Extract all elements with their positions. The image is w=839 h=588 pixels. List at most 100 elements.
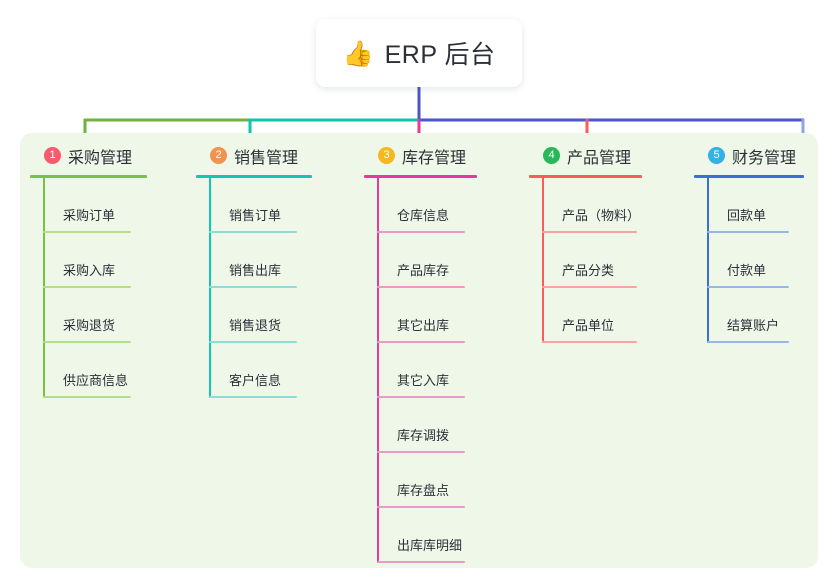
leaf-item-rule	[377, 451, 465, 453]
leaf-item-label: 供应商信息	[63, 373, 129, 388]
leaf-item-label: 结算账户	[727, 318, 780, 333]
thumbs-up-icon: 👍	[342, 39, 374, 68]
leaf-item-rule	[209, 396, 297, 398]
leaf-item-label: 采购订单	[63, 208, 116, 223]
branch-title-1: 采购管理	[68, 149, 133, 167]
leaf-item-label: 客户信息	[229, 373, 282, 388]
leaf-item[interactable]: 客户信息	[196, 343, 312, 398]
leaf-item[interactable]: 库存调拨	[364, 398, 477, 453]
branch-items-2: 销售订单销售出库销售退货客户信息	[196, 178, 312, 398]
branch-stem-3	[377, 178, 379, 563]
branch-items-3: 仓库信息产品库存其它出库其它入库库存调拨库存盘点出库库明细	[364, 178, 477, 563]
leaf-item-label: 其它入库	[397, 373, 450, 388]
leaf-item[interactable]: 产品库存	[364, 233, 477, 288]
leaf-item-label: 采购入库	[63, 263, 116, 278]
branch-rule-5	[694, 175, 804, 178]
leaf-item-rule	[542, 231, 637, 233]
leaf-item-rule	[707, 231, 789, 233]
leaf-item-rule	[707, 341, 789, 343]
leaf-item[interactable]: 销售订单	[196, 178, 312, 233]
branches-panel	[20, 133, 818, 568]
leaf-item-label: 库存盘点	[397, 483, 450, 498]
leaf-item-label: 付款单	[727, 263, 767, 278]
branch-badge-4: 4	[543, 147, 560, 164]
leaf-item-rule	[209, 341, 297, 343]
leaf-item-rule	[43, 396, 131, 398]
leaf-item[interactable]: 产品（物料）	[529, 178, 642, 233]
leaf-item-rule	[377, 341, 465, 343]
leaf-item-label: 仓库信息	[397, 208, 450, 223]
branch-badge-3: 3	[378, 147, 395, 164]
branch-stem-4	[542, 178, 544, 343]
branch-badge-1: 1	[44, 147, 61, 164]
root-title: ERP 后台	[384, 41, 496, 69]
branch-header-5[interactable]: 5 财务管理	[694, 143, 804, 168]
branch-badge-5: 5	[708, 147, 725, 164]
leaf-item[interactable]: 出库库明细	[364, 508, 477, 563]
leaf-item[interactable]: 回款单	[694, 178, 804, 233]
branch-rule-2	[196, 175, 312, 178]
branch-title-5: 财务管理	[732, 149, 797, 167]
leaf-item-rule	[377, 561, 465, 563]
branch-items-4: 产品（物料） 产品分类产品单位	[529, 178, 642, 343]
leaf-item[interactable]: 销售出库	[196, 233, 312, 288]
leaf-item[interactable]: 产品单位	[529, 288, 642, 343]
leaf-item[interactable]: 产品分类	[529, 233, 642, 288]
leaf-item-label: 销售出库	[229, 263, 282, 278]
leaf-item-rule	[542, 341, 637, 343]
leaf-item[interactable]: 供应商信息	[30, 343, 147, 398]
leaf-item-rule	[209, 231, 297, 233]
branch-title-2: 销售管理	[234, 149, 299, 167]
branch-column-4: 4 产品管理产品（物料） 产品分类产品单位	[529, 143, 642, 343]
leaf-item[interactable]: 其它入库	[364, 343, 477, 398]
branch-column-2: 2 销售管理销售订单销售出库销售退货客户信息	[196, 143, 312, 398]
branch-stem-5	[707, 178, 709, 343]
leaf-item-label: 产品（物料）	[562, 208, 641, 223]
leaf-item[interactable]: 销售退货	[196, 288, 312, 343]
leaf-item-label: 库存调拨	[397, 428, 450, 443]
root-node[interactable]: 👍 ERP 后台	[316, 19, 522, 87]
branch-stem-2	[209, 178, 211, 398]
leaf-item-label: 采购退货	[63, 318, 116, 333]
branch-column-5: 5 财务管理回款单付款单结算账户	[694, 143, 804, 343]
leaf-item-label: 销售订单	[229, 208, 282, 223]
branch-header-4[interactable]: 4 产品管理	[529, 143, 642, 168]
leaf-item-rule	[707, 286, 789, 288]
leaf-item-label: 销售退货	[229, 318, 282, 333]
leaf-item[interactable]: 采购订单	[30, 178, 147, 233]
leaf-item-label: 产品分类	[562, 263, 615, 278]
branch-rule-4	[529, 175, 642, 178]
leaf-item-rule	[209, 286, 297, 288]
branch-rule-3	[364, 175, 477, 178]
leaf-item-rule	[542, 286, 637, 288]
branch-stem-1	[43, 178, 45, 398]
branch-rule-1	[30, 175, 147, 178]
leaf-item[interactable]: 付款单	[694, 233, 804, 288]
leaf-item-rule	[377, 286, 465, 288]
leaf-item-label: 出库库明细	[397, 538, 463, 553]
branch-items-1: 采购订单采购入库采购退货供应商信息	[30, 178, 147, 398]
leaf-item-rule	[43, 286, 131, 288]
leaf-item-rule	[377, 231, 465, 233]
leaf-item-label: 产品库存	[397, 263, 450, 278]
leaf-item-rule	[377, 396, 465, 398]
leaf-item[interactable]: 采购入库	[30, 233, 147, 288]
branch-badge-2: 2	[210, 147, 227, 164]
branch-header-1[interactable]: 1 采购管理	[30, 143, 147, 168]
leaf-item[interactable]: 库存盘点	[364, 453, 477, 508]
branch-header-2[interactable]: 2 销售管理	[196, 143, 312, 168]
leaf-item[interactable]: 仓库信息	[364, 178, 477, 233]
leaf-item[interactable]: 采购退货	[30, 288, 147, 343]
branch-header-3[interactable]: 3 库存管理	[364, 143, 477, 168]
leaf-item-label: 回款单	[727, 208, 767, 223]
leaf-item-label: 产品单位	[562, 318, 615, 333]
leaf-item-rule	[43, 341, 131, 343]
leaf-item[interactable]: 结算账户	[694, 288, 804, 343]
branch-title-4: 产品管理	[567, 149, 632, 167]
leaf-item-label: 其它出库	[397, 318, 450, 333]
leaf-item-rule	[43, 231, 131, 233]
branch-title-3: 库存管理	[402, 149, 467, 167]
leaf-item[interactable]: 其它出库	[364, 288, 477, 343]
branch-column-1: 1 采购管理采购订单采购入库采购退货供应商信息	[30, 143, 147, 398]
